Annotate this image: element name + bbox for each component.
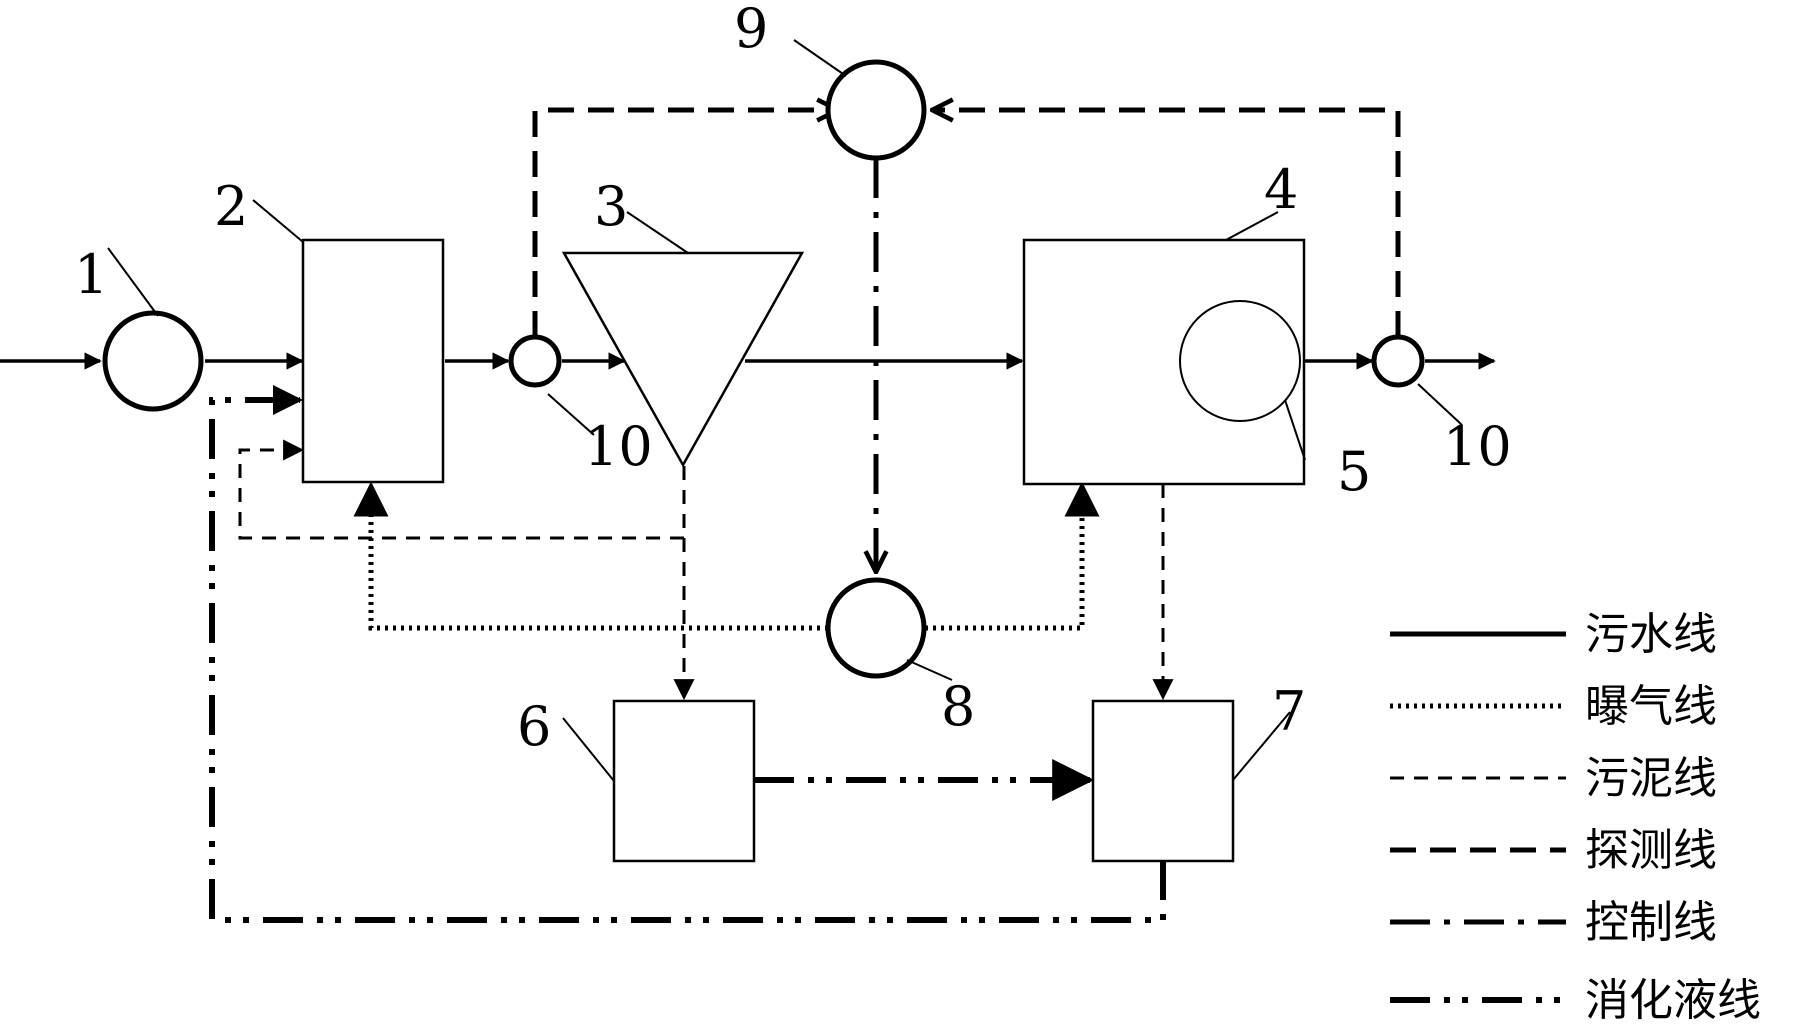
legend-label: 控制线 (1585, 897, 1717, 948)
legend-label: 污泥线 (1585, 753, 1717, 804)
blower-8 (825, 577, 927, 679)
legend-label: 探测线 (1585, 825, 1717, 876)
settler-3 (561, 251, 805, 468)
legend-item-aeration: 曝气线 (1390, 681, 1717, 732)
label-5: 5 (1337, 440, 1371, 503)
pump-1 (102, 310, 204, 412)
label-3: 3 (594, 175, 628, 238)
leader-lines (107, 39, 1463, 782)
label-10-right: 10 (1443, 415, 1512, 478)
legend-label: 曝气线 (1585, 681, 1717, 732)
legend-item-detection: 探测线 (1390, 825, 1717, 876)
legend-label: 污水线 (1585, 609, 1717, 660)
tank-7 (1091, 699, 1235, 863)
detection-lines (532, 110, 1401, 337)
label-9: 9 (734, 0, 768, 60)
controller-9 (825, 59, 927, 161)
label-8: 8 (941, 675, 975, 738)
aeration-lines (353, 481, 1100, 631)
reactor-4 (1022, 238, 1306, 486)
tank-6 (612, 699, 756, 863)
label-6: 6 (517, 695, 551, 758)
legend-item-sewage: 污水线 (1390, 609, 1717, 660)
membrane-5 (1179, 300, 1301, 422)
label-1: 1 (74, 243, 108, 306)
label-10-left: 10 (584, 415, 653, 478)
sensor-10-left (508, 334, 562, 388)
component-labels: 1 2 3 4 5 6 7 8 9 10 10 (74, 0, 1512, 758)
digestion-lines (209, 385, 1166, 923)
sludge-lines (238, 439, 1174, 701)
legend: 污水线 曝气线 污泥线 探测线 控制线 消化液线 (1390, 609, 1761, 1026)
tank-2 (301, 238, 445, 484)
legend-item-control: 控制线 (1390, 897, 1717, 948)
label-4: 4 (1264, 158, 1298, 221)
legend-item-digestion: 消化液线 (1390, 975, 1761, 1026)
label-2: 2 (214, 175, 248, 238)
legend-item-sludge: 污泥线 (1390, 753, 1717, 804)
sensor-10-right (1371, 334, 1425, 388)
label-7: 7 (1272, 680, 1306, 743)
legend-label: 消化液线 (1585, 975, 1761, 1026)
